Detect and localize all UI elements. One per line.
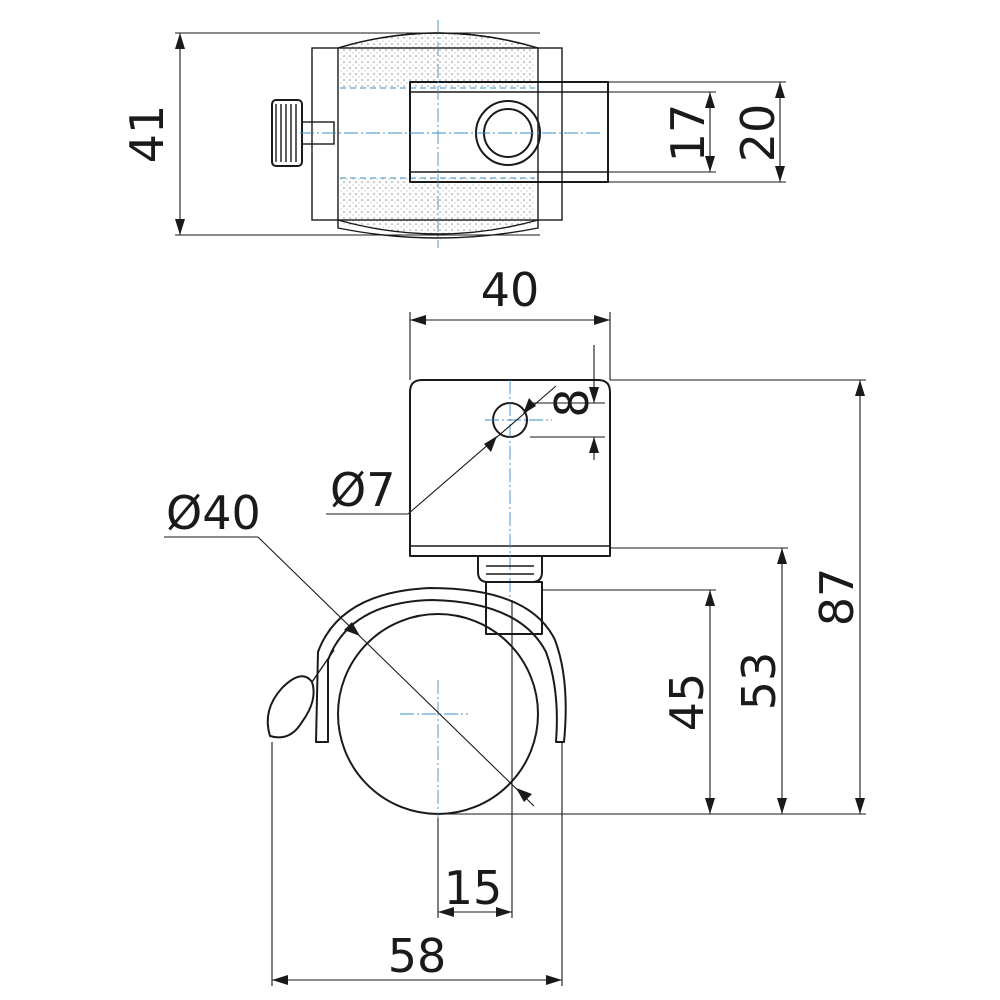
dimension-20-label: 20 bbox=[731, 104, 785, 163]
dimension-58-label: 58 bbox=[388, 929, 447, 983]
dimension-17: 17 bbox=[608, 91, 716, 173]
dimension-20: 20 bbox=[608, 81, 786, 183]
dimension-15: 15 bbox=[437, 600, 513, 918]
dimension-40: 40 bbox=[409, 263, 611, 380]
dimension-hole-diameter: Ø7 bbox=[326, 385, 557, 517]
brake-knob-knurl bbox=[275, 104, 297, 162]
dimension-41: 41 bbox=[120, 32, 540, 236]
dimension-45: 45 bbox=[440, 589, 866, 815]
dimension-8-label: 8 bbox=[545, 388, 599, 417]
brake-lever bbox=[266, 675, 315, 739]
dimension-87: 87 bbox=[610, 379, 866, 814]
socket-top-outline bbox=[409, 81, 609, 183]
dimension-hole-diameter-label: Ø7 bbox=[330, 463, 395, 517]
dimension-87-label: 87 bbox=[810, 568, 864, 627]
wheel-top-stipple-lower bbox=[340, 178, 535, 223]
dimension-45-label: 45 bbox=[660, 673, 714, 732]
top-plate-outline bbox=[409, 379, 611, 557]
fork-hood-outer bbox=[315, 587, 567, 743]
dimension-58: 58 bbox=[271, 742, 563, 986]
dimension-17-label: 17 bbox=[661, 104, 715, 163]
dimension-53-label: 53 bbox=[732, 652, 786, 711]
dimension-53: 53 bbox=[610, 547, 788, 814]
fork-body-top-outline bbox=[311, 47, 563, 221]
top-view: 41 17 20 bbox=[120, 20, 786, 248]
axle-post bbox=[485, 581, 543, 635]
dimension-wheel-diameter: Ø40 bbox=[164, 486, 535, 807]
dimension-40-label: 40 bbox=[481, 263, 540, 317]
dimension-wheel-diameter-label: Ø40 bbox=[166, 486, 261, 540]
dimension-15-label: 15 bbox=[444, 861, 503, 915]
dimension-8: 8 bbox=[530, 345, 605, 460]
front-view: 40 8 Ø7 Ø40 bbox=[164, 263, 866, 986]
dimension-41-label: 41 bbox=[120, 105, 174, 164]
